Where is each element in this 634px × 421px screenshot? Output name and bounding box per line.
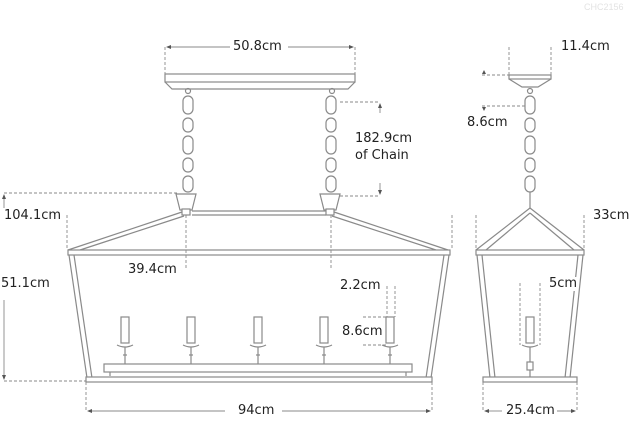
side-top-width-label: 33cm [592,208,631,223]
chain-length-label: 182.9cm of Chain [354,131,414,163]
side-canopy-width-label: 11.4cm [560,39,611,54]
candle-diameter-label: 2.2cm [339,278,382,293]
overall-width-label: 94cm [237,403,276,418]
side-view [475,47,585,413]
top-depth-label: 39.4cm [127,262,178,277]
front-chain-right [325,95,337,193]
side-canopy-height-label: 8.6cm [466,115,509,130]
candle-height-label: 8.6cm [341,324,384,339]
body-height-label: 51.1cm [0,276,51,291]
front-canopy [164,73,356,95]
overall-height-label: 104.1cm [3,208,63,223]
side-base-width-label: 25.4cm [505,403,556,418]
front-roof [67,210,451,256]
front-canopy-width-label: 50.8cm [232,39,283,54]
front-view [2,45,453,413]
side-candle-width-label: 5cm [548,276,579,291]
front-chain-left [182,95,194,193]
front-candles [116,316,399,364]
watermark: CHC2156 [584,2,624,12]
